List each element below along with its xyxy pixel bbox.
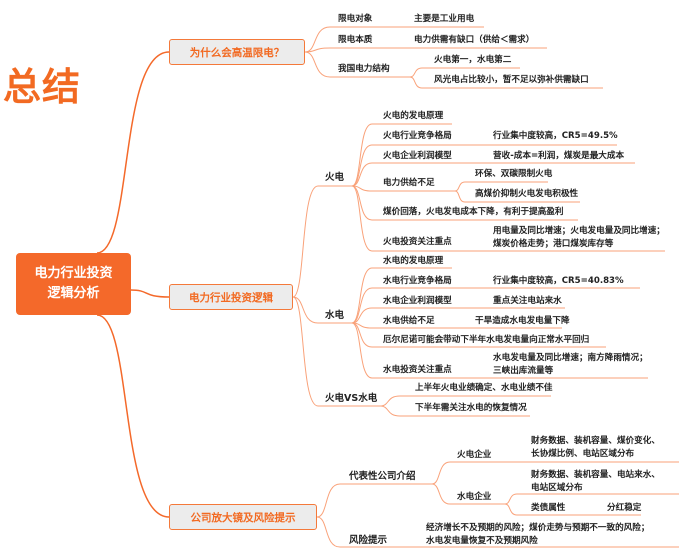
node-item[interactable]: 火电企业利润模型	[383, 151, 452, 161]
node-bond-attr[interactable]: 类债属性	[531, 503, 566, 513]
node-sub[interactable]: 高煤价抑制火电发电积极性	[475, 189, 579, 199]
node-item[interactable]: 电力供给不足	[383, 178, 435, 188]
connector	[504, 503, 641, 516]
node-sub[interactable]: 下半年需关注水电的恢复情况	[415, 403, 527, 413]
connector	[379, 405, 530, 417]
node-thermal-company[interactable]: 火电企业	[457, 450, 492, 460]
node-value-line[interactable]: 三峡出库流量等	[493, 366, 554, 376]
node-versus[interactable]: 火电VS水电	[325, 393, 378, 404]
node-hydro-company[interactable]: 水电企业	[457, 492, 492, 502]
node-value-line[interactable]: 水电发电量恢复不及预期风险	[426, 536, 538, 546]
node-value-line[interactable]: 经济增长不及预期的风险；煤价走势与预期不一致的风险；	[426, 523, 650, 533]
node-item[interactable]: 火电行业竞争格局	[383, 131, 452, 141]
connector	[304, 47, 547, 53]
root-label-2: 逻辑分析	[47, 286, 100, 301]
connector	[351, 185, 665, 252]
connector	[409, 67, 520, 78]
connector	[351, 162, 635, 187]
node-power-cut-target[interactable]: 限电对象	[338, 14, 373, 24]
connector	[409, 76, 603, 89]
node-item[interactable]: 水电企业利润模型	[383, 296, 452, 306]
node-value-line[interactable]: 水电发电量及同比增速；南方降雨情况；	[493, 353, 648, 363]
node-item[interactable]: 煤价回落，火电发电成本下降，有利于提高盈利	[383, 207, 564, 217]
connector	[292, 296, 352, 324]
node-value-line[interactable]: 煤炭价格走势；港口煤炭库存等	[493, 239, 614, 249]
node-hydro[interactable]: 水电	[325, 310, 345, 321]
node-item[interactable]: 水电行业竞争格局	[383, 276, 452, 286]
node-sub[interactable]: 风光电占比较小，暂不足以弥补供需缺口	[434, 75, 589, 85]
connector	[454, 181, 548, 192]
root-label-1: 电力行业投资	[34, 266, 113, 281]
node-value-line[interactable]: 财务数据、装机容量、电站来水、	[531, 470, 660, 480]
connector	[292, 296, 380, 407]
branch-why-power-cut[interactable]: 为什么会高温限电？	[169, 39, 305, 65]
node-item[interactable]: 厄尔尼诺可能会带动下半年水电发电量向正常水平回归	[383, 335, 590, 345]
node-thermal[interactable]: 火电	[325, 172, 345, 183]
connector	[431, 483, 505, 505]
connector	[351, 322, 648, 379]
connector	[431, 461, 679, 485]
connector	[351, 287, 640, 324]
node-company-intro[interactable]: 代表性公司介绍	[349, 471, 416, 482]
node-value[interactable]: 营收-成本=利润，煤炭是最大成本	[493, 151, 625, 161]
node-value[interactable]: 重点关注电站来水	[493, 296, 562, 306]
connector	[292, 185, 352, 298]
node-risk[interactable]: 风险提示	[349, 535, 388, 546]
connector	[351, 185, 455, 192]
node-value-line[interactable]: 财务数据、装机容量、煤价变化、	[531, 436, 660, 446]
node-value-line[interactable]: 用电量及同比增速；火电发电量及同比增速；	[493, 226, 665, 236]
node-item[interactable]: 水电供给不足	[383, 316, 435, 326]
connector	[130, 289, 170, 298]
connector	[316, 516, 679, 548]
node-value[interactable]: 主要是工业用电	[414, 14, 475, 24]
connector	[304, 26, 484, 53]
connector	[379, 395, 551, 407]
node-value[interactable]: 分红稳定	[607, 503, 642, 513]
connector	[96, 51, 170, 254]
connector	[454, 190, 580, 203]
node-item[interactable]: 火电投资关注重点	[383, 237, 452, 247]
connector	[304, 51, 410, 78]
node-sub[interactable]: 火电第一，水电第二	[434, 55, 512, 65]
connector	[351, 123, 452, 187]
connector	[316, 483, 432, 518]
node-item[interactable]: 水电的发电原理	[383, 256, 444, 266]
node-value[interactable]: 干旱造成水电发电量下降	[475, 316, 570, 326]
page-title: 总结	[3, 65, 82, 109]
node-value[interactable]: 电力供需有缺口（供给＜需求）	[414, 35, 535, 45]
connector	[96, 314, 170, 518]
node-value[interactable]: 行业集中度较高，CR5=49.5%	[493, 131, 618, 141]
node-value-line[interactable]: 电站区域分布	[531, 483, 583, 493]
root-node[interactable]: 电力行业投资逻辑分析	[16, 253, 131, 315]
node-sub[interactable]: 上半年火电业绩确定、水电业绩不佳	[415, 383, 553, 393]
node-sub[interactable]: 环保、双碳限制火电	[475, 169, 553, 179]
node-power-structure[interactable]: 我国电力结构	[338, 64, 390, 74]
node-value[interactable]: 行业集中度较高，CR5=40.83%	[493, 276, 624, 286]
branch-investment-logic[interactable]: 电力行业投资逻辑	[169, 284, 293, 310]
connector	[504, 493, 679, 505]
node-power-cut-essence[interactable]: 限电本质	[338, 35, 373, 45]
node-value-line[interactable]: 长协煤比例、电站区域分布	[531, 449, 635, 459]
connector	[351, 307, 565, 324]
node-item[interactable]: 水电投资关注重点	[383, 365, 452, 375]
branch-company-risk[interactable]: 公司放大镜及风险提示	[169, 504, 317, 530]
node-item[interactable]: 火电的发电原理	[383, 111, 444, 121]
